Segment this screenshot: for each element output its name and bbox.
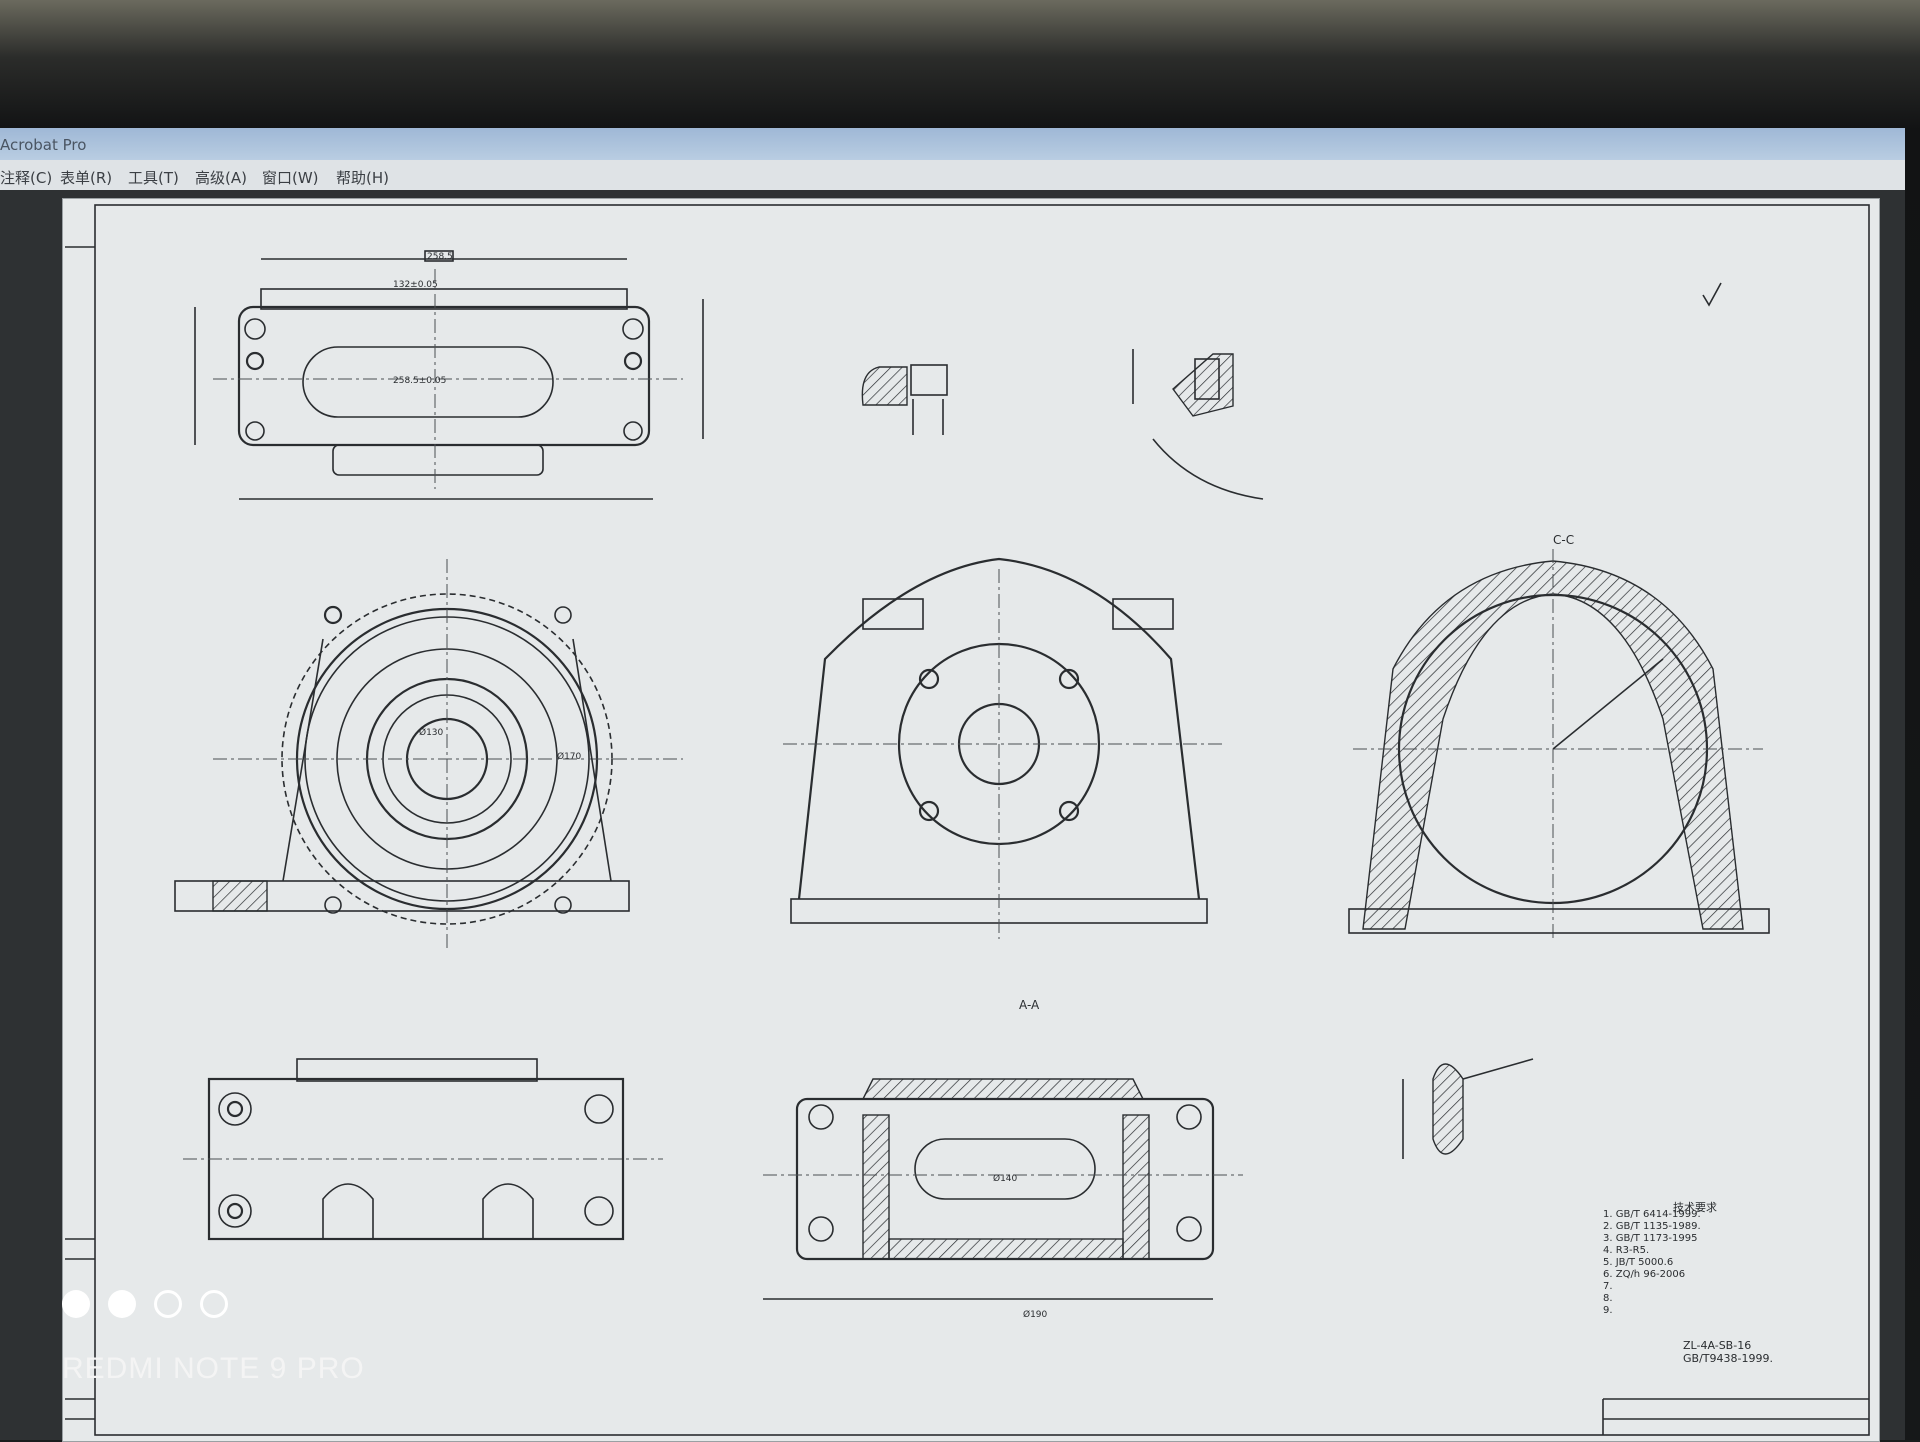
section-view-cc: C-C	[1348, 533, 1770, 939]
menu-tools[interactable]: 工具(T)	[128, 169, 179, 187]
acrobat-window: Acrobat Pro 注释(C) 表单(R) 工具(T) 高级(A) 窗口(W…	[0, 128, 1905, 1442]
tech-req-line: 9.	[1603, 1305, 1613, 1316]
camera-watermark-text: REDMI NOTE 9 PRO	[62, 1352, 365, 1385]
detail-view-b	[1132, 349, 1264, 500]
standard-no-text: GB/T9438-1999.	[1683, 1352, 1773, 1365]
dim-bore-outer: Ø170	[557, 751, 582, 762]
side-view-bottom-left	[183, 1058, 663, 1241]
dim-slot-length: 258.5±0.05	[393, 376, 446, 386]
engineering-drawing: C-C	[65, 204, 1870, 1436]
detail-view-h	[861, 364, 948, 435]
left-margin-table	[65, 1238, 95, 1420]
drawing-no-text: ZL-4A-SB-16	[1683, 1339, 1752, 1352]
dim-hole-spacing: 132±0.05	[393, 280, 438, 290]
menu-comments[interactable]: 注释(C)	[0, 169, 53, 187]
menu-help[interactable]: 帮助(H)	[336, 169, 389, 187]
watermark-dot-hollow	[154, 1290, 182, 1318]
dim-aa-outer: Ø190	[1023, 1309, 1048, 1320]
tech-req-line: 5. JB/T 5000.6	[1603, 1257, 1674, 1268]
tech-requirements-title: 技术要求	[1673, 1201, 1717, 1214]
document-viewer[interactable]: C-C	[0, 190, 1905, 1442]
title-block	[1602, 1398, 1869, 1435]
dim-aa-inner: Ø140	[993, 1173, 1018, 1184]
section-label-aa: A-A	[1019, 998, 1040, 1012]
tech-req-line: 7.	[1603, 1281, 1613, 1292]
plan-view-top-left	[194, 250, 704, 500]
menu-window[interactable]: 窗口(W)	[262, 169, 319, 187]
front-view-left	[174, 559, 683, 949]
section-view-aa: A-A	[763, 998, 1243, 1300]
app-title: Acrobat Pro	[0, 136, 87, 154]
title-bar: Acrobat Pro	[0, 128, 1905, 160]
menu-bar: 注释(C) 表单(R) 工具(T) 高级(A) 窗口(W) 帮助(H)	[0, 160, 1905, 191]
front-view-middle	[783, 557, 1223, 939]
watermark-dot-filled	[62, 1290, 90, 1318]
dim-overall-length: 258.5	[427, 252, 453, 262]
menu-advanced[interactable]: 高级(A)	[195, 169, 247, 187]
drawing-page: C-C	[62, 198, 1880, 1442]
dim-bore-inner: Ø130	[419, 727, 444, 738]
tech-req-line: 2. GB/T 1135-1989.	[1603, 1221, 1701, 1232]
watermark-dot-hollow	[200, 1290, 228, 1318]
tech-req-line: 6. ZQ/h 96-2006	[1603, 1269, 1686, 1280]
tech-req-line: 4. R3-R5.	[1603, 1245, 1650, 1256]
drawing-number: ZL-4A-SB-16 GB/T9438-1999.	[1683, 1339, 1773, 1365]
roughness-mark	[1702, 282, 1722, 307]
tech-req-line: 3. GB/T 1173-1995	[1603, 1233, 1698, 1244]
watermark-dot-filled	[108, 1290, 136, 1318]
section-label-cc: C-C	[1553, 533, 1574, 547]
drawing-border	[94, 204, 1870, 1436]
detail-view-c	[1402, 1058, 1534, 1159]
tech-requirements: 1. GB/T 6414-1999. 2. GB/T 1135-1989. 3.…	[1603, 1209, 1873, 1317]
tech-req-line: 1. GB/T 6414-1999.	[1603, 1209, 1701, 1220]
tech-req-line: 8.	[1603, 1293, 1613, 1304]
menu-forms[interactable]: 表单(R)	[60, 169, 113, 187]
